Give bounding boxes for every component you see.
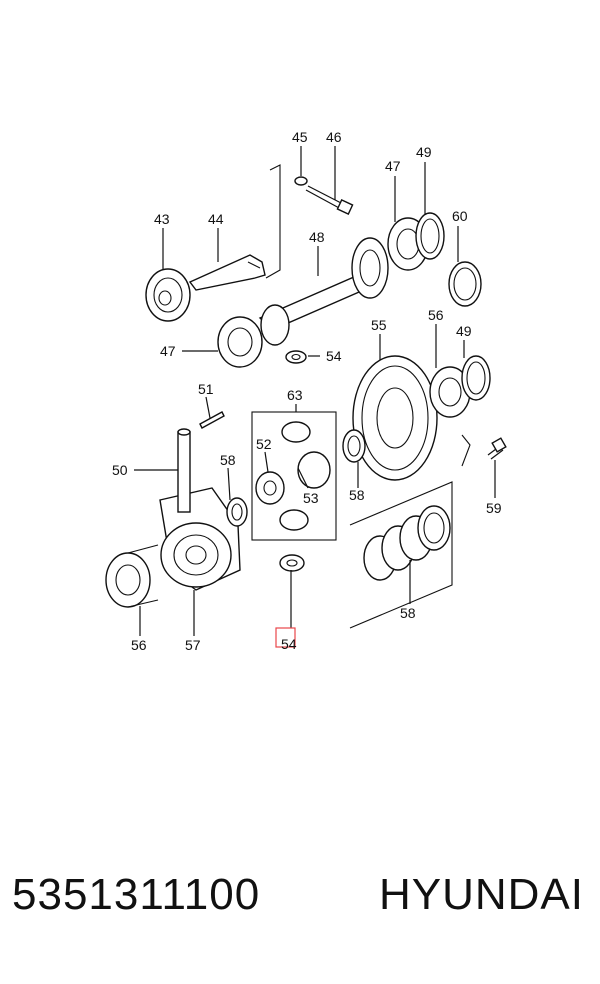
callout-59: 59 <box>486 500 502 516</box>
callout-55: 55 <box>371 317 387 333</box>
ring-49-lower <box>461 355 491 401</box>
callout-60: 60 <box>452 208 468 224</box>
callout-52: 52 <box>256 436 272 452</box>
callout-48: 48 <box>309 229 325 245</box>
shaft-44 <box>188 254 266 291</box>
callout-54-highlighted: 54 <box>281 636 297 652</box>
callout-47-lower: 47 <box>160 343 176 359</box>
ring-58-small <box>342 429 366 463</box>
callout-49-lower: 49 <box>456 323 472 339</box>
callout-57: 57 <box>185 637 201 653</box>
callout-47-upper: 47 <box>385 158 401 174</box>
callout-58-right: 58 <box>349 487 365 503</box>
differential-case-57 <box>159 487 241 591</box>
bearing-47-lower <box>217 316 263 368</box>
callout-63: 63 <box>287 387 303 403</box>
ring-60 <box>448 261 482 307</box>
callout-56-lower: 56 <box>131 637 147 653</box>
callout-58-stack: 58 <box>400 605 416 621</box>
callout-51: 51 <box>198 381 214 397</box>
bearing-56-lower <box>105 544 159 608</box>
bolt-59 <box>487 437 507 460</box>
callout-46: 46 <box>326 129 342 145</box>
washer-54-lower <box>279 554 305 572</box>
leader-lines <box>134 146 496 636</box>
callout-49-upper: 49 <box>416 144 432 160</box>
part-number: 5351311100 <box>12 870 261 919</box>
callout-56-upper: 56 <box>428 307 444 323</box>
pin-51 <box>199 411 225 429</box>
exploded-parts-diagram: 45 46 47 49 60 43 44 48 47 54 55 56 49 5… <box>105 129 507 653</box>
ring-gear-55 <box>352 355 438 481</box>
callout-44: 44 <box>208 211 224 227</box>
differential-gear-set-63 <box>251 411 337 541</box>
ring-58-left <box>226 497 248 527</box>
callout-58-left: 58 <box>220 452 236 468</box>
shim-stack-58 <box>349 481 453 629</box>
shaft-50 <box>177 428 191 513</box>
shaft-48 <box>258 237 389 346</box>
washer-54-upper <box>285 350 307 364</box>
group-bracket-upper <box>265 164 281 279</box>
callout-50: 50 <box>112 462 128 478</box>
callout-53: 53 <box>303 490 319 506</box>
callout-45: 45 <box>292 129 308 145</box>
brand-name: HYUNDAI <box>378 870 584 919</box>
bolt-46 <box>294 176 354 215</box>
gear-43 <box>145 268 191 322</box>
highlight-box-54 <box>275 627 296 648</box>
group-bracket-ring-gear <box>461 434 471 467</box>
callout-43: 43 <box>154 211 170 227</box>
ring-49-upper <box>415 212 445 260</box>
callout-54-upper: 54 <box>326 348 342 364</box>
footer: 5351311100 HYUNDAI <box>0 870 600 950</box>
